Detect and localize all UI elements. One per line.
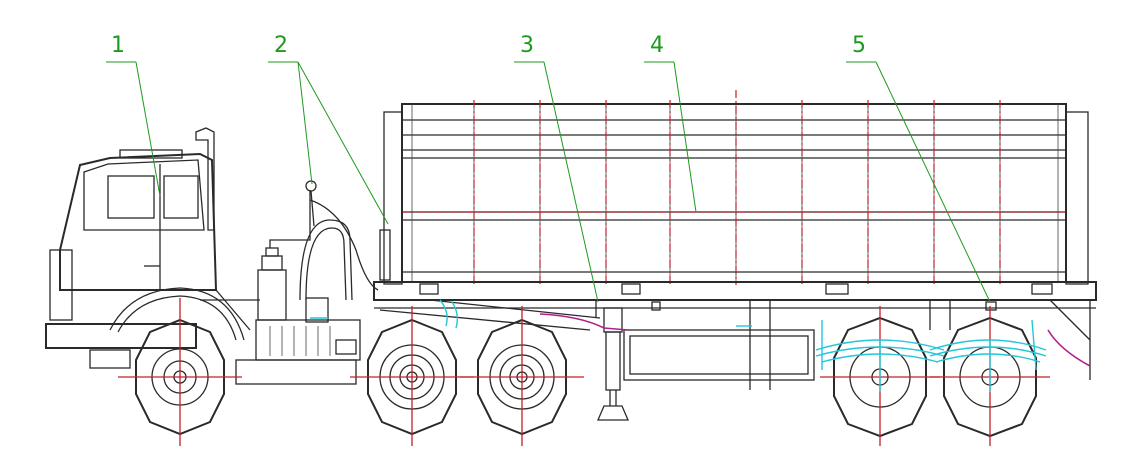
- wheel-drive-2: [460, 306, 584, 446]
- callout-label-5: 5: [852, 33, 866, 58]
- wheel-drive-1: [350, 306, 474, 446]
- spring-suspension: [310, 299, 1047, 392]
- callout-1: 1: [106, 33, 161, 197]
- wheel-front: [118, 298, 242, 446]
- callout-5: 5: [846, 33, 991, 303]
- trailer-body: [379, 90, 1089, 285]
- callout-label-2: 2: [274, 33, 288, 58]
- callout-label-4: 4: [650, 33, 664, 58]
- callout-label-3: 3: [520, 33, 534, 58]
- callout-label-1: 1: [111, 33, 125, 58]
- callout-3: 3: [514, 33, 599, 303]
- truck-cab: [45, 127, 357, 385]
- callout-2: 2: [268, 33, 389, 225]
- trailer-frame: [373, 281, 1097, 390]
- hydraulic-equipment: [255, 180, 379, 361]
- callout-4: 4: [644, 33, 697, 213]
- landing-leg: [539, 307, 1091, 421]
